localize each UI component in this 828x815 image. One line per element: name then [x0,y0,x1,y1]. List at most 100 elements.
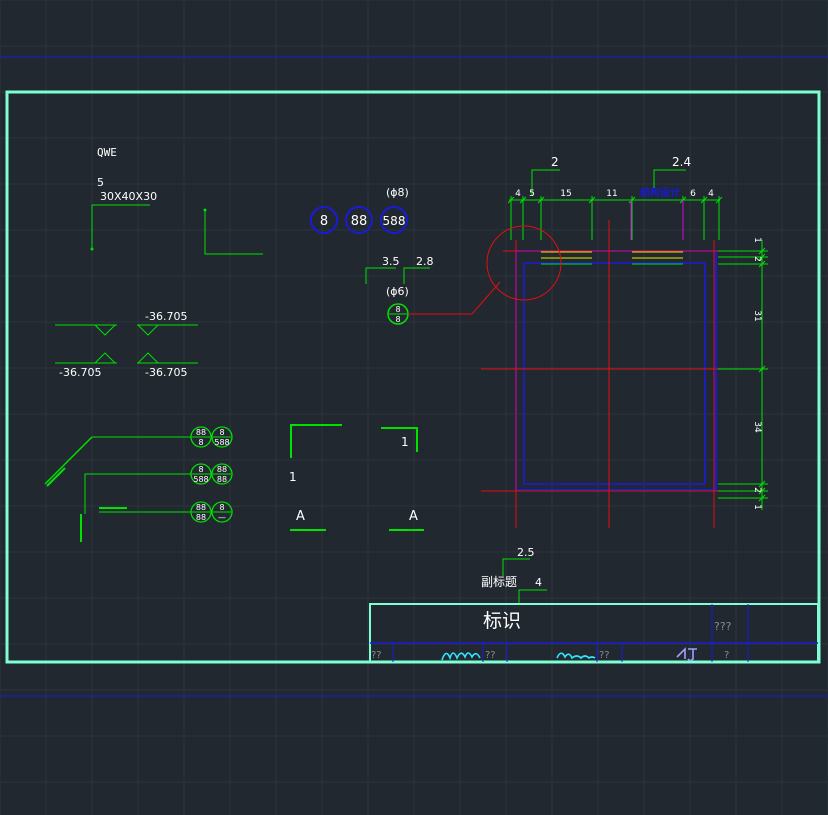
rebar-leader-2[interactable] [84,473,191,514]
callout-circle[interactable] [211,426,233,448]
callout-top-text: 88 [196,428,206,437]
label-dim-2-5[interactable]: 2.5 [517,546,535,559]
corner-mark-2[interactable] [381,427,418,452]
signature-1 [441,652,481,661]
section-outer[interactable] [515,250,717,491]
label-phi8[interactable]: (ϕ8) [386,186,409,199]
right-dimension-ticks: 1 2 31 34 2 1 [718,237,768,510]
right-dim-arrow [758,365,766,373]
right-dim-label[interactable]: 34 [752,421,762,433]
circle-588[interactable] [380,206,408,234]
callout-circle[interactable] [190,501,212,523]
section-a-1[interactable]: A [296,509,305,524]
callout-top-text: 8 [198,465,203,474]
callout-top-text: 8 [219,428,224,437]
section-inner [523,262,706,485]
label-num-1-a[interactable]: 1 [289,470,297,484]
label-qwe[interactable]: QWE [97,146,117,159]
phi6-top: 8 [395,305,400,314]
subtitle[interactable]: 副标题 [481,575,517,589]
cell-q1[interactable]: ?? [371,650,382,661]
top-dim-label[interactable]: 4 [708,189,714,199]
right-dim-arrow [758,247,766,255]
section-a-2[interactable]: A [409,509,418,524]
size-leader[interactable] [91,204,150,249]
title-block[interactable]: 标识 ??? ?? ?? ?? ? [369,603,819,663]
top-dim-label[interactable]: 11 [606,189,617,199]
label-dim-3-5[interactable]: 3.5 [382,255,400,268]
dim-2-8-leader[interactable] [403,267,430,284]
dim-3-5-leader[interactable] [365,267,396,284]
elev-label-left[interactable]: -36.705 [59,366,101,379]
rebar-bend-hook [46,467,66,487]
dim-2-5-leader [502,558,530,576]
elev-label-right[interactable]: -36.705 [145,366,187,379]
top-dim-label[interactable]: 5 [529,189,535,199]
title-block-frame [369,603,819,663]
right-dim-arrow [758,494,766,502]
callout-bottom-text: 88 [217,475,227,484]
label-dim-4[interactable]: 4 [535,576,542,589]
phi6-bottom: 8 [395,315,400,324]
label-dim-2-4[interactable]: 2.4 [672,155,691,169]
cell-q3[interactable]: ?? [599,650,610,661]
rebar-bend[interactable] [44,436,93,485]
right-dim-arrow [758,480,766,488]
detail-circle[interactable] [486,225,562,301]
right-dim-label[interactable]: 1 [752,504,762,510]
top-dim-label[interactable]: 4 [515,189,521,199]
circle-8-label: 8 [320,214,328,229]
circle-88-label: 88 [351,214,368,229]
callout-circle[interactable] [211,463,233,485]
right-dim-label[interactable]: 2 [752,487,762,493]
signature-2 [556,652,596,660]
callout-top-text: 88 [217,465,227,474]
title-block-q[interactable]: ??? [714,620,732,633]
signature-3 [676,647,697,662]
cell-q4[interactable]: ? [724,650,729,661]
label-dim-2-8[interactable]: 2.8 [416,255,434,268]
top-dim-arrow [537,196,545,204]
label-size[interactable]: 30X40X30 [100,190,157,203]
callout-bottom-text: 588 [193,475,208,484]
label-num-1-b[interactable]: 1 [401,435,409,449]
leader-dot [90,247,94,251]
drawing-title[interactable]: 标识 [483,610,521,632]
blue-top-label[interactable]: 结构设计 [640,186,680,199]
dim-2-leader [531,169,560,196]
top-dim-arrow [507,196,515,204]
callout-circle[interactable] [190,426,212,448]
callout-circle[interactable] [211,501,233,523]
label-num5[interactable]: 5 [97,176,104,189]
right-dim-label[interactable]: 1 [752,237,762,243]
circle-88[interactable] [345,206,373,234]
callout-bottom-text: 8 [198,438,203,447]
top-dim-label[interactable]: 6 [690,189,696,199]
elev-label-top[interactable]: -36.705 [145,310,187,323]
right-dim-arrow [758,253,766,261]
right-dim-label[interactable]: 31 [752,310,762,321]
elev-triangle-3 [94,352,116,364]
label-dim-2[interactable]: 2 [551,155,559,169]
circle-8[interactable] [310,206,338,234]
label-phi6[interactable]: (ϕ6) [386,285,409,298]
phi6-leader[interactable] [408,281,501,315]
callout-circle[interactable] [190,463,212,485]
top-dim-label[interactable]: 15 [560,189,571,199]
corner-mark-1[interactable] [290,424,342,458]
drawing-frame[interactable] [5,90,821,664]
angle-mark[interactable] [204,210,263,255]
cell-q2[interactable]: ?? [485,650,496,661]
callout-bottom-text: — [218,513,226,522]
right-dim-label[interactable]: 2 [752,256,762,262]
callout-top-text: 8 [219,503,224,512]
callout-bottom-text: 588 [214,438,229,447]
top-dim-arrow [700,196,708,204]
callout-top-text: 88 [196,503,206,512]
top-dim-arrow [588,196,596,204]
